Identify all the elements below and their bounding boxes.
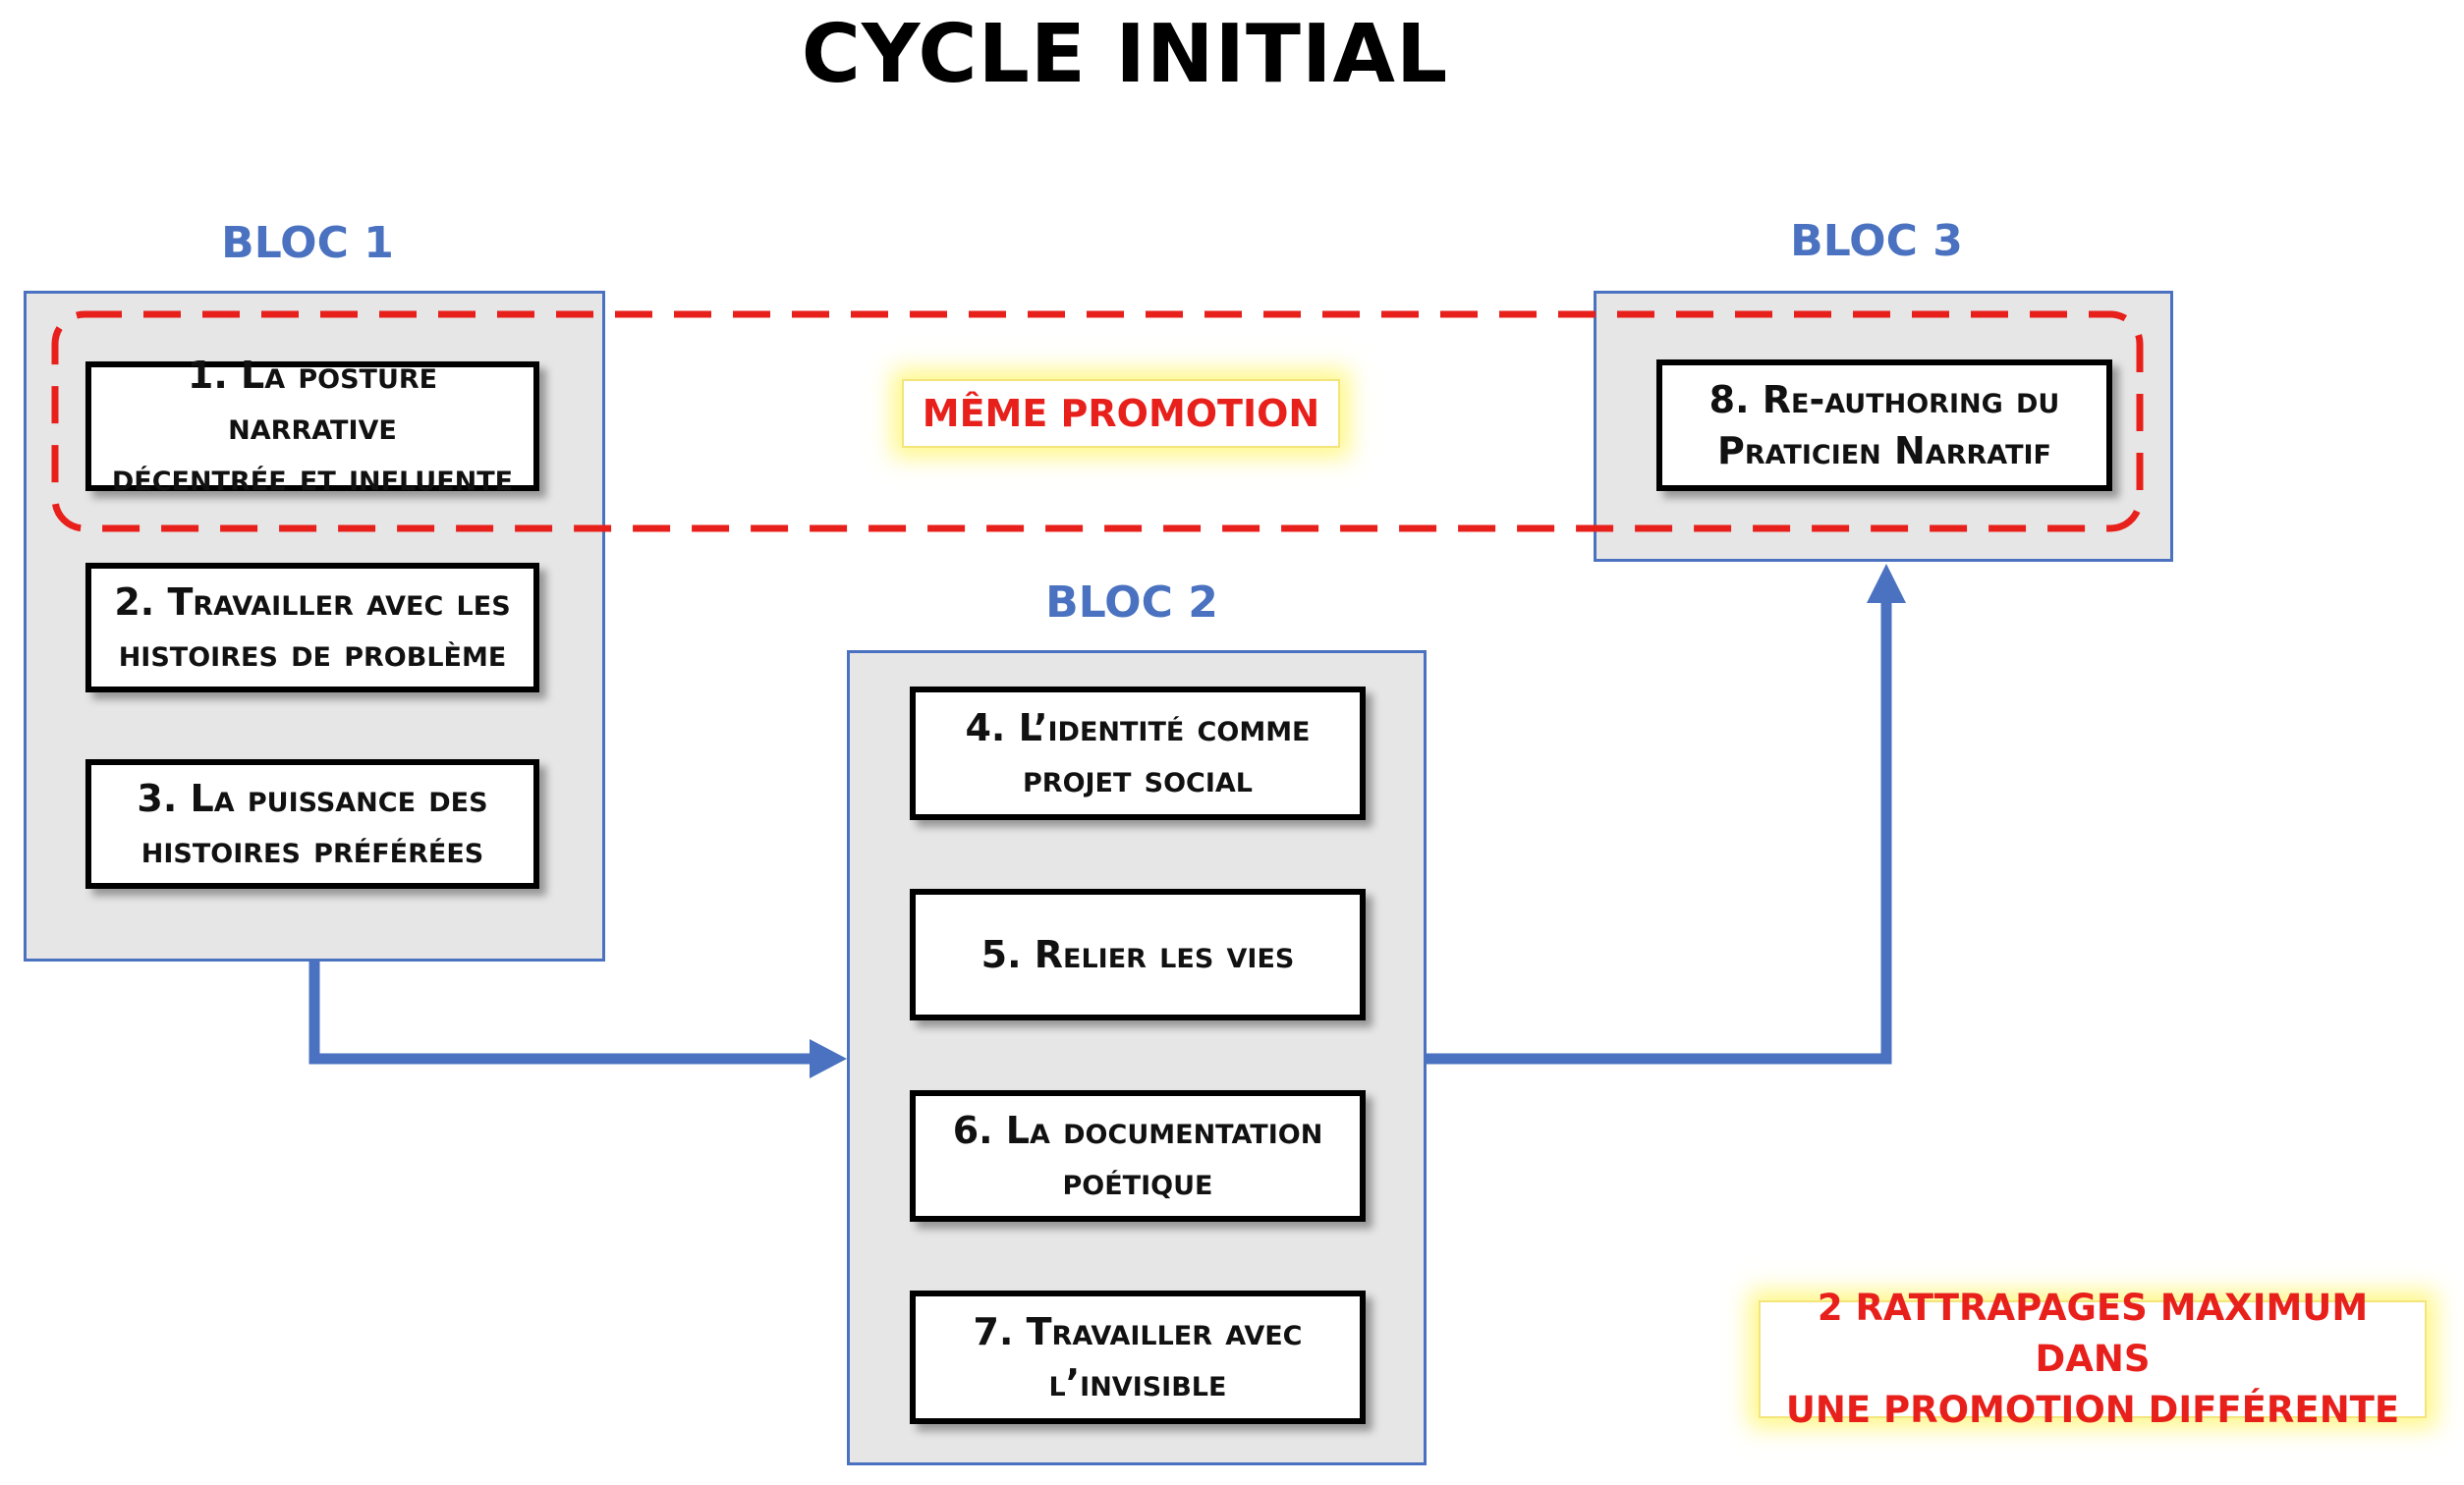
bloc-2-label: BLOC 2 <box>1045 578 1218 628</box>
module-4-card: 4. L’identité comme projet social <box>910 687 1366 820</box>
arrow-bloc2-to-bloc3 <box>1427 597 1892 1065</box>
module-3-line1: 3. La puissance des <box>137 777 488 820</box>
module-8-card: 8. Re-authoring du Praticien Narratif <box>1656 359 2112 491</box>
module-7-line1: 7. Travailler avec <box>973 1310 1303 1353</box>
module-6-line2: poétique <box>1062 1160 1213 1203</box>
page-title: CYCLE INITIAL <box>801 8 1449 101</box>
module-1-card: 1. La posture narrative décentrée et inf… <box>85 354 539 499</box>
bloc-3-label: BLOC 3 <box>1790 216 1963 266</box>
makeup-note-line2: UNE PROMOTION DIFFÉRENTE <box>1785 1389 2400 1431</box>
module-1-line2: décentrée et influente <box>111 456 514 499</box>
module-2-line2: histoires de problème <box>118 632 507 675</box>
module-5-line1: 5. Relier les vies <box>980 933 1295 976</box>
bloc-1-label: BLOC 1 <box>221 218 394 268</box>
arrow-bloc1-to-bloc2-head <box>810 1039 847 1078</box>
module-6-card: 6. La documentation poétique <box>910 1090 1366 1222</box>
module-8-line2: Praticien Narratif <box>1716 429 2051 472</box>
arrow-bloc2-to-bloc3-head <box>1867 564 1906 603</box>
makeup-limit-note: 2 RATTRAPAGES MAXIMUM DANS UNE PROMOTION… <box>1759 1287 2427 1431</box>
arrow-bloc1-to-bloc2 <box>308 962 815 1065</box>
module-2-line1: 2. Travailler avec les <box>114 580 511 624</box>
makeup-note-line1: 2 RATTRAPAGES MAXIMUM DANS <box>1817 1287 2369 1380</box>
same-promotion-dashed-outline <box>51 310 2144 532</box>
module-7-card: 7. Travailler avec l’invisible <box>910 1291 1366 1424</box>
module-7-line2: l’invisible <box>1048 1361 1227 1404</box>
module-5-card: 5. Relier les vies <box>910 889 1366 1020</box>
module-4-line2: projet social <box>1022 757 1254 800</box>
module-1-line1: 1. La posture narrative <box>187 354 438 448</box>
module-2-card: 2. Travailler avec les histoires de prob… <box>85 563 539 692</box>
module-4-line1: 4. L’identité comme <box>965 706 1311 749</box>
module-8-line1: 8. Re-authoring du <box>1708 378 2060 421</box>
module-6-line1: 6. La documentation <box>952 1109 1323 1152</box>
module-3-card: 3. La puissance des histoires préférées <box>85 759 539 889</box>
module-3-line2: histoires préférées <box>140 828 484 871</box>
same-promotion-note: MÊME PROMOTION <box>902 379 1340 448</box>
